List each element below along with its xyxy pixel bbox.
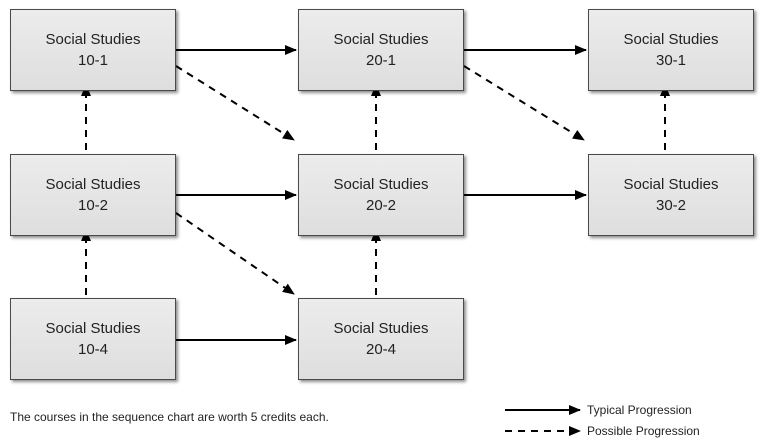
course-box-20-1: Social Studies 20-1 — [298, 9, 464, 91]
course-name: Social Studies — [45, 320, 141, 337]
arrow-10-1-to-20-2 — [175, 65, 295, 141]
course-name: Social Studies — [45, 31, 141, 48]
course-name: Social Studies — [333, 320, 429, 337]
credits-note: The courses in the sequence chart are wo… — [10, 410, 329, 424]
arrow-10-2-to-20-4 — [175, 212, 295, 295]
course-name: Social Studies — [333, 176, 429, 193]
course-box-10-1: Social Studies 10-1 — [10, 9, 176, 91]
course-name: Social Studies — [333, 31, 429, 48]
course-box-10-2: Social Studies 10-2 — [10, 154, 176, 236]
course-number: 30-1 — [655, 52, 687, 69]
course-number: 20-2 — [365, 197, 397, 214]
course-box-20-4: Social Studies 20-4 — [298, 298, 464, 380]
course-box-10-4: Social Studies 10-4 — [10, 298, 176, 380]
course-number: 30-2 — [655, 197, 687, 214]
course-name: Social Studies — [45, 176, 141, 193]
course-box-30-2: Social Studies 30-2 — [588, 154, 754, 236]
course-number: 10-2 — [77, 197, 109, 214]
course-number: 10-1 — [77, 52, 109, 69]
course-number: 20-1 — [365, 52, 397, 69]
arrow-20-1-to-30-2 — [463, 65, 585, 141]
course-box-30-1: Social Studies 30-1 — [588, 9, 754, 91]
course-number: 10-4 — [77, 341, 109, 358]
course-name: Social Studies — [623, 31, 719, 48]
course-number: 20-4 — [365, 341, 397, 358]
legend-possible-label: Possible Progression — [587, 424, 700, 438]
course-box-20-2: Social Studies 20-2 — [298, 154, 464, 236]
legend-typical-label: Typical Progression — [587, 403, 692, 417]
course-name: Social Studies — [623, 176, 719, 193]
